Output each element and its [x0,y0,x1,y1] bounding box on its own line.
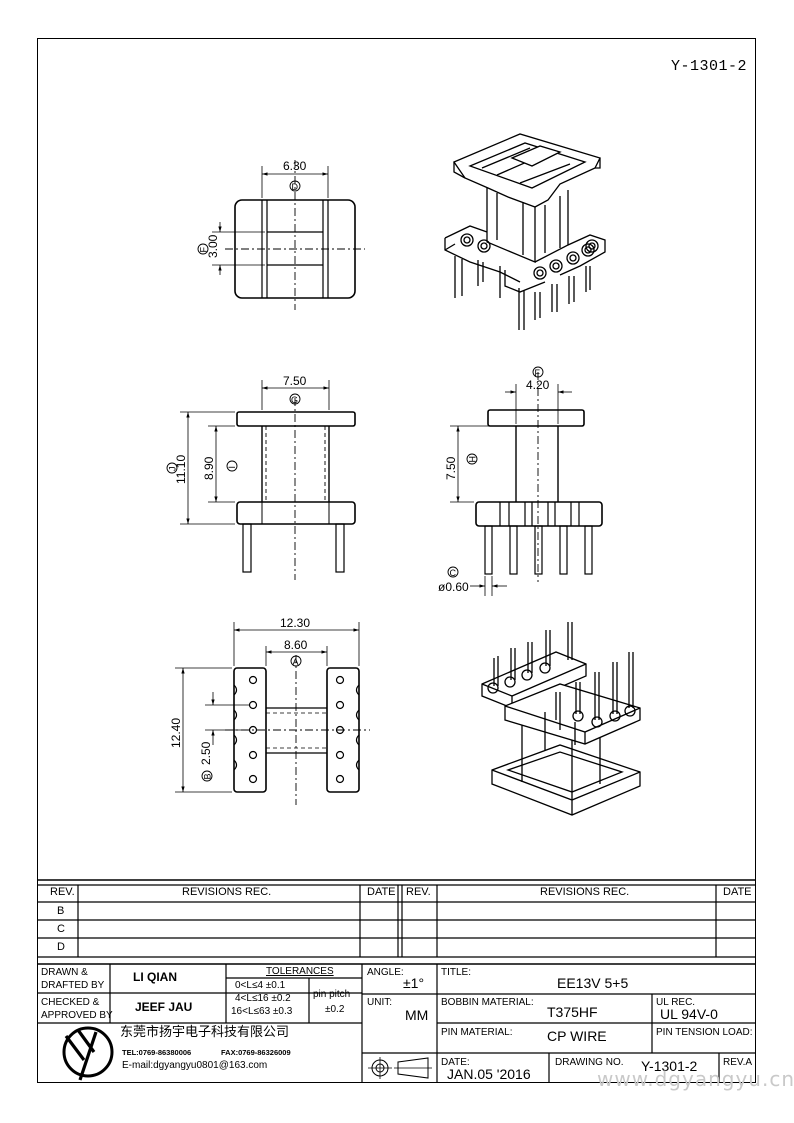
dim-front-inner: 8.90 [202,456,216,480]
ul-rec-label: UL REC. [656,997,696,1008]
pin-pitch-label: pin pitch [313,989,351,1000]
dim-side-width: 4.20 [526,378,550,392]
tolerances-label: TOLERANCES [266,966,334,977]
ref-J: J [168,467,178,472]
pin-tension-label: PIN TENSION LOAD: [656,1027,753,1038]
ref-I: I [227,466,237,469]
pin-material-value: CP WIRE [547,1028,607,1044]
rev-value: REV.A [723,1057,753,1068]
checked-label-1: CHECKED & [41,997,100,1008]
rev-row-d: D [57,941,65,953]
checked-by: JEEF JAU [135,1000,193,1014]
dim-pin-diameter: ø0.60 [438,580,469,594]
drawn-label-1: DRAWN & [41,967,88,978]
rev-row-c: C [57,923,65,935]
rev-header-left: REV. [50,886,75,898]
date-header-left: DATE [367,886,396,898]
angle-label: ANGLE: [367,967,404,978]
angle-value: ±1° [403,975,425,991]
company-fax: FAX:0769-86326009 [221,1048,291,1057]
dim-front-overall: 11.10 [174,455,188,484]
drawn-by: LI QIAN [133,970,177,984]
bobbin-material-label: BOBBIN MATERIAL: [441,997,534,1008]
top-view [212,160,365,310]
company-name: 东莞市扬宇电子科技有限公司 [120,1025,290,1040]
pin-material-label: PIN MATERIAL: [441,1027,513,1038]
ref-C: C [450,568,457,578]
isometric-view-top [444,133,606,330]
checked-label-2: APPROVED BY [41,1010,113,1021]
ref-H: H [468,456,478,463]
company-email: E-mail:dgyangyu0801@163.com [122,1060,268,1071]
ref-F-top: F [199,247,209,253]
date-label: DATE: [441,1057,470,1068]
drawing-no-value: Y-1301-2 [641,1058,698,1074]
title-label: TITLE: [441,967,472,978]
title-value: EE13V 5+5 [557,975,629,991]
pin-pitch-value: ±0.2 [325,1004,345,1015]
unit-label: UNIT: [367,997,392,1008]
drawn-label-2: DRAFTED BY [41,980,105,991]
dim-pitch: 2.50 [199,741,213,765]
drawing-frame [37,38,756,1083]
revisions-header-left: REVISIONS REC. [182,886,272,898]
drawing-number: Y-1301-2 [670,58,747,75]
dim-side-height: 7.50 [444,456,458,480]
unit-value: MM [405,1007,429,1023]
ref-G: G [291,395,298,405]
tolerance-1: 0<L≤4 ±0.1 [235,980,286,991]
bobbin-material-value: T375HF [547,1004,598,1020]
title-block: REV. REVISIONS REC. DATE REV. REVISIONS … [37,880,756,1083]
dim-top-width: 6.30 [283,159,307,173]
date-header-right: DATE [723,886,752,898]
bottom-view [175,622,370,805]
dim-top-height: 3.00 [206,234,220,258]
tolerance-3: 16<L≤63 ±0.3 [231,1006,293,1017]
tolerance-2: 4<L≤16 ±0.2 [235,993,291,1004]
ul-rec-value: UL 94V-0 [660,1006,718,1022]
ref-D: D [292,182,299,192]
company-tel: TEL:0769-86380006 [122,1048,192,1057]
rev-header-right: REV. [406,886,431,898]
dim-bottom-height: 12.40 [169,718,183,748]
date-value: JAN.05 '2016 [447,1066,531,1082]
ref-B: B [203,773,213,779]
rev-row-b: B [57,905,65,917]
dim-bottom-inner: 8.60 [284,638,308,652]
side-view [450,372,603,596]
drawing-no-label: DRAWING NO. [555,1057,624,1068]
revisions-header-right: REVISIONS REC. [540,886,630,898]
ref-A: A [293,657,299,667]
ref-F-side: F [535,368,541,378]
title-block-grid [37,879,756,1083]
isometric-view-bottom [481,622,641,816]
dim-bottom-overall: 12.30 [280,616,310,630]
watermark: www.dgyangyu.cn [597,1067,794,1091]
front-view [180,380,356,580]
dim-front-width: 7.50 [283,374,307,388]
